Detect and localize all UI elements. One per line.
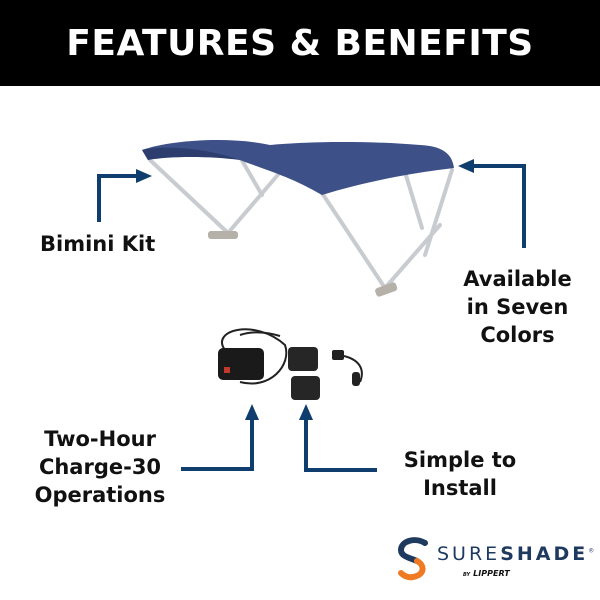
- label-line: Install: [423, 476, 497, 500]
- logo-wordmark: SURESHADE®: [437, 543, 597, 565]
- label-simple-install: Simple to Install: [395, 446, 525, 502]
- arrow-left-icon: [458, 159, 474, 173]
- bimini-top-image: [142, 139, 454, 297]
- label-line: Charge-30: [38, 455, 162, 479]
- logo-word-shade: SHADE: [500, 543, 589, 565]
- label-line: Colors: [480, 323, 555, 347]
- label-seven-colors: Available in Seven Colors: [455, 265, 580, 349]
- label-line: Simple to: [403, 448, 517, 472]
- arrow-right-icon: [136, 169, 152, 183]
- label-line: in Seven: [466, 295, 569, 319]
- logo-by: BY: [463, 572, 471, 578]
- label-line: Operations: [34, 483, 166, 507]
- header-banner: FEATURES & BENEFITS: [0, 0, 600, 86]
- arrow-up-icon: [299, 404, 313, 420]
- sureshade-s-icon: [397, 537, 428, 581]
- label-bimini-kit: Bimini Kit: [40, 230, 155, 258]
- registered-mark: ®: [588, 547, 598, 555]
- page-title: FEATURES & BENEFITS: [66, 22, 534, 64]
- battery-pack-image: [218, 328, 363, 400]
- logo-word-sure: SURE: [437, 543, 501, 565]
- label-two-hour-charge: Two-Hour Charge-30 Operations: [30, 425, 170, 509]
- label-line: Two-Hour: [44, 427, 156, 451]
- arrow-up-icon: [245, 404, 259, 420]
- callout-arrows: [97, 164, 526, 472]
- label-line: Bimini Kit: [40, 232, 156, 256]
- logo-parent-brand: LIPPERT: [473, 569, 510, 578]
- label-line: Available: [463, 267, 572, 291]
